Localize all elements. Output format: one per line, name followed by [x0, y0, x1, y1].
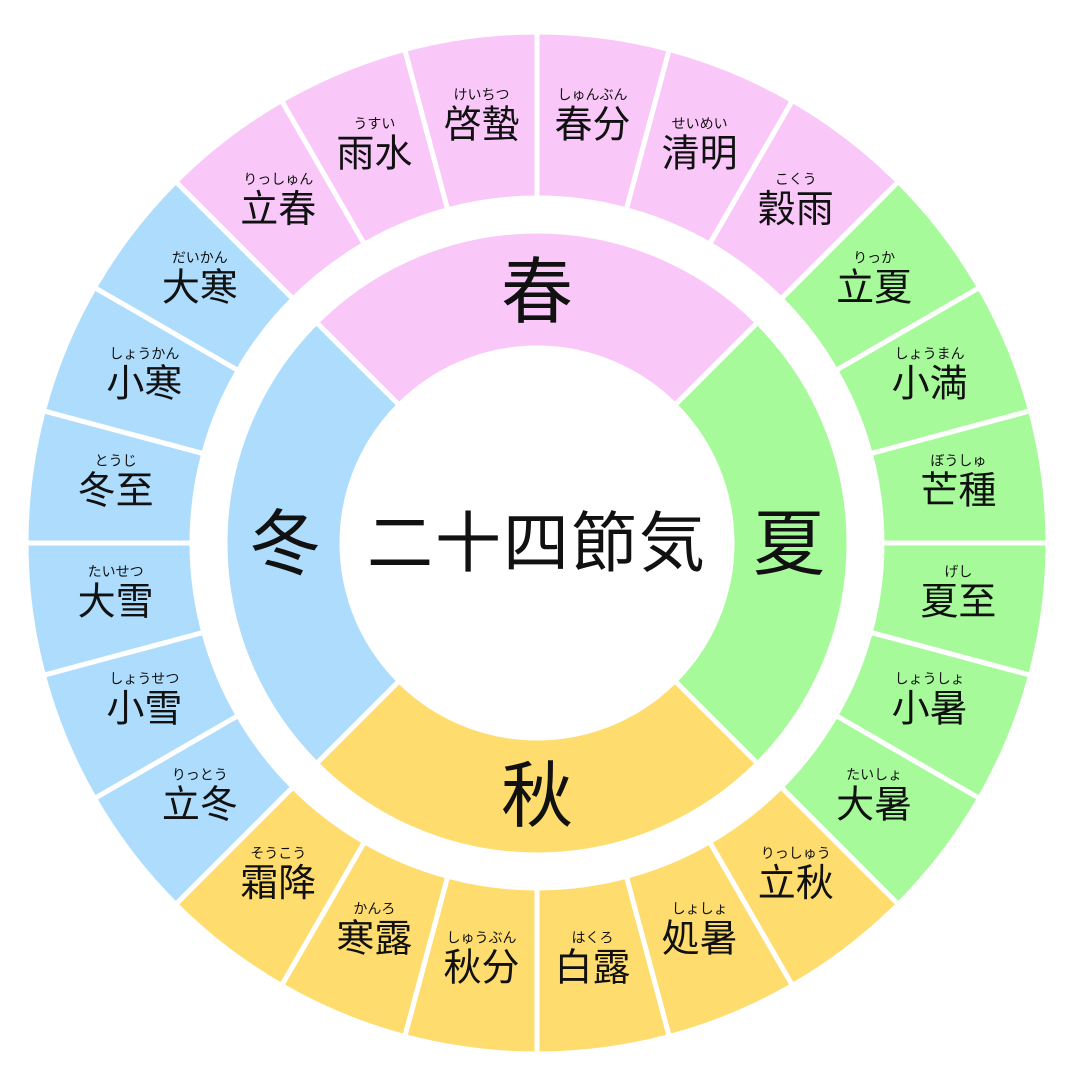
- solar-term-name: 小雪: [106, 687, 182, 731]
- solar-term-name: 霜降: [240, 861, 316, 905]
- solar-term-name: 穀雨: [758, 187, 834, 231]
- solar-term-reading: しゅんぶん: [557, 88, 627, 104]
- solar-term-name: 立夏: [836, 265, 912, 309]
- season-label-winter: 冬: [249, 502, 321, 586]
- solar-term-reading: しょしょ: [672, 902, 728, 918]
- season-label-spring: 春: [501, 250, 573, 334]
- inner-ring-seasons: 春夏秋 冬: [222, 228, 852, 858]
- solar-term-name: 寒露: [336, 917, 412, 961]
- solar-term-name: 立春: [240, 187, 316, 231]
- solar-term-name: 小寒: [106, 361, 182, 405]
- solar-term-name: 大暑: [836, 783, 912, 827]
- solar-term-name: 芒種: [920, 469, 996, 513]
- solar-term-name: 冬至: [78, 469, 154, 513]
- solar-term-name: 処暑: [662, 917, 738, 961]
- outer-ring-solar-terms: りっしゅん立春うすい雨水けいちつ啓蟄しゅんぶん春分せいめい清明こくう穀雨りっか立…: [23, 29, 1051, 1057]
- solar-term-reading: はくろ: [571, 930, 613, 946]
- solar-term-reading: しょうせつ: [109, 672, 179, 688]
- solar-term-reading: とうじ: [95, 454, 137, 470]
- solar-term-reading: たいせつ: [88, 564, 144, 580]
- solar-term-reading: だいかん: [172, 250, 228, 266]
- solar-term-reading: げし: [944, 564, 972, 580]
- solar-term-reading: しゅうぶん: [447, 930, 517, 946]
- solar-term-name: 小満: [892, 361, 968, 405]
- solar-term-name: 白露: [554, 945, 630, 989]
- solar-term-name: 秋分: [444, 945, 520, 989]
- solar-term-name: 清明: [662, 131, 738, 175]
- solar-term-sector[interactable]: [91, 178, 297, 374]
- solar-term-reading: たいしょ: [846, 768, 902, 784]
- solar-term-reading: そうこう: [250, 846, 306, 862]
- solar-term-reading: りっか: [853, 250, 895, 266]
- solar-term-reading: しょうしょ: [895, 672, 965, 688]
- solar-term-reading: せいめい: [672, 116, 728, 132]
- solar-term-reading: しょうかん: [109, 346, 179, 362]
- solar-term-reading: けいちつ: [454, 88, 510, 104]
- center-title: 二十四節気: [367, 505, 707, 582]
- solar-term-reading: ぼうしゅ: [930, 454, 986, 470]
- solar-term-name: 雨水: [336, 131, 412, 175]
- solar-term-reading: りっしゅん: [243, 172, 313, 188]
- season-label-summer: 夏: [753, 502, 825, 586]
- solar-term-name: 大雪: [78, 579, 154, 623]
- center-circle: [342, 348, 732, 738]
- solar-term-name: 小暑: [892, 687, 968, 731]
- solar-term-name: 啓蟄: [444, 103, 520, 147]
- solar-term-name: 大寒: [162, 265, 238, 309]
- solar-term-reading: りっしゅう: [761, 846, 831, 862]
- solar-term-name: 春分: [554, 103, 630, 147]
- solar-term-reading: かんろ: [353, 902, 395, 918]
- solar-term-reading: うすい: [353, 116, 395, 132]
- solar-term-reading: しょうまん: [895, 346, 965, 362]
- solar-term-reading: りっとう: [172, 768, 228, 784]
- solar-term-name: 立冬: [162, 783, 238, 827]
- season-label-autumn: 秋: [501, 754, 573, 838]
- solar-term-reading: こくう: [775, 172, 817, 188]
- solar-term-name: 立秋: [758, 861, 834, 905]
- solar-term-name: 夏至: [920, 579, 996, 623]
